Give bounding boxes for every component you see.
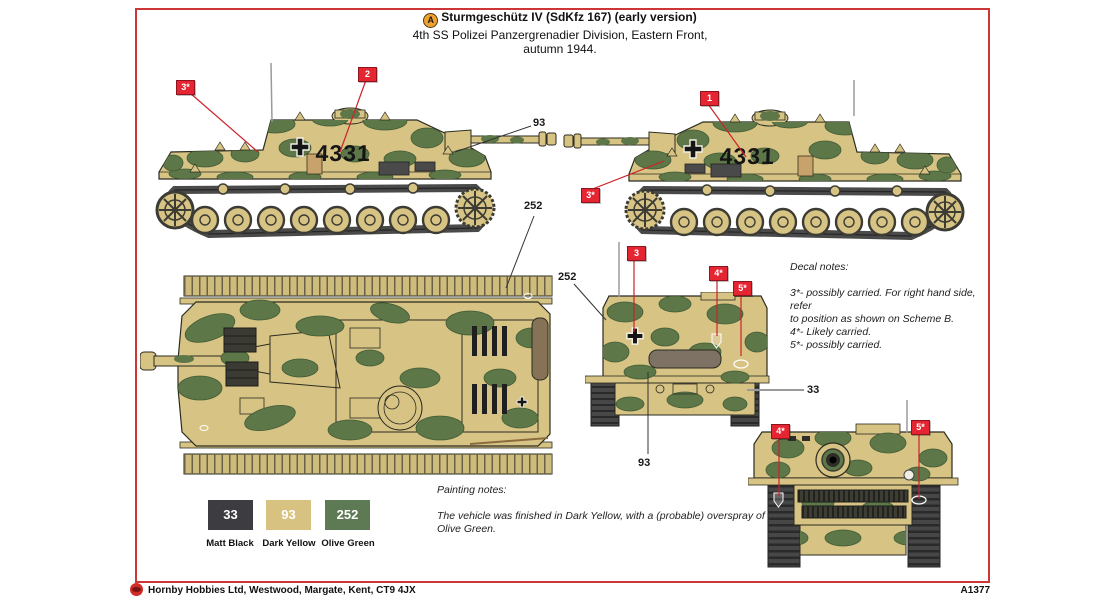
tracks bbox=[183, 275, 553, 475]
decal-callout-3-star: 3* bbox=[176, 80, 195, 95]
painting-notes: Painting notes: The vehicle was finished… bbox=[437, 484, 767, 536]
paint-chip-matt-black: 33 bbox=[208, 500, 253, 530]
paint-chip-dark-yellow: 93 bbox=[266, 500, 311, 530]
painting-notes-body: The vehicle was finished in Dark Yellow,… bbox=[437, 510, 765, 535]
product-code: A1377 bbox=[960, 585, 990, 596]
tank-top-view bbox=[140, 275, 553, 475]
tracks bbox=[767, 484, 941, 568]
shield-decal bbox=[773, 492, 784, 508]
muffler bbox=[531, 317, 549, 381]
oval-decal bbox=[733, 359, 749, 369]
page-subtitle-2: autumn 1944. bbox=[523, 42, 597, 56]
spare-track-links bbox=[797, 489, 909, 519]
headlight bbox=[903, 469, 915, 481]
tank-rear-view bbox=[585, 292, 770, 427]
decal-callout-4-star: 4* bbox=[709, 266, 728, 281]
painting-notes-heading: Painting notes: bbox=[437, 484, 507, 496]
page-subtitle: 4th SS Polizei Panzergrenadier Division,… bbox=[412, 28, 708, 42]
decal-notes: Decal notes: 3*- possibly carried. For r… bbox=[790, 261, 1000, 352]
tank-right-side-view: 4331 bbox=[555, 60, 975, 260]
paint-name-olive-green: Olive Green bbox=[321, 538, 375, 549]
balkenkreuz-decal bbox=[626, 327, 644, 345]
hornby-logo-icon bbox=[130, 583, 143, 596]
paint-callout-33: 33 bbox=[807, 384, 820, 396]
gun-mantlet bbox=[815, 442, 851, 478]
tactical-number: 4331 bbox=[315, 140, 371, 166]
paint-callout-93: 93 bbox=[533, 117, 546, 129]
decal-callout-3-star: 3* bbox=[581, 188, 600, 203]
spare-track-links bbox=[223, 327, 259, 387]
paint-name-dark-yellow: Dark Yellow bbox=[262, 538, 316, 549]
paint-callout-93: 93 bbox=[638, 457, 651, 469]
scheme-a-marker: A bbox=[423, 13, 439, 28]
paint-callout-252: 252 bbox=[524, 200, 543, 212]
page-border bbox=[135, 8, 990, 583]
balkenkreuz-decal bbox=[683, 139, 703, 159]
decal-notes-heading: Decal notes: bbox=[790, 261, 849, 273]
decal-callout-2: 2 bbox=[358, 67, 377, 82]
decal-callout-5-star: 5* bbox=[911, 420, 930, 435]
footer-company: Hornby Hobbies Ltd, Westwood, Margate, K… bbox=[148, 585, 416, 596]
muffler bbox=[648, 349, 722, 369]
tank-left-side-view: 4331 bbox=[145, 58, 565, 258]
shield-decal bbox=[711, 333, 722, 349]
tactical-number: 4331 bbox=[719, 143, 775, 169]
decal-callout-3: 3 bbox=[627, 246, 646, 261]
engine-vents bbox=[472, 326, 507, 414]
decal-callout-1: 1 bbox=[700, 91, 719, 106]
camouflage bbox=[178, 299, 549, 441]
paint-chip-olive-green: 252 bbox=[325, 500, 370, 530]
decal-callout-4-star: 4* bbox=[771, 424, 790, 439]
balkenkreuz-decal bbox=[516, 396, 528, 408]
decal-callout-5-star: 5* bbox=[733, 281, 752, 296]
paint-callout-252: 252 bbox=[558, 271, 577, 283]
tank-front-view bbox=[748, 423, 959, 568]
paint-name-matt-black: Matt Black bbox=[206, 538, 254, 549]
balkenkreuz-decal bbox=[290, 137, 310, 157]
